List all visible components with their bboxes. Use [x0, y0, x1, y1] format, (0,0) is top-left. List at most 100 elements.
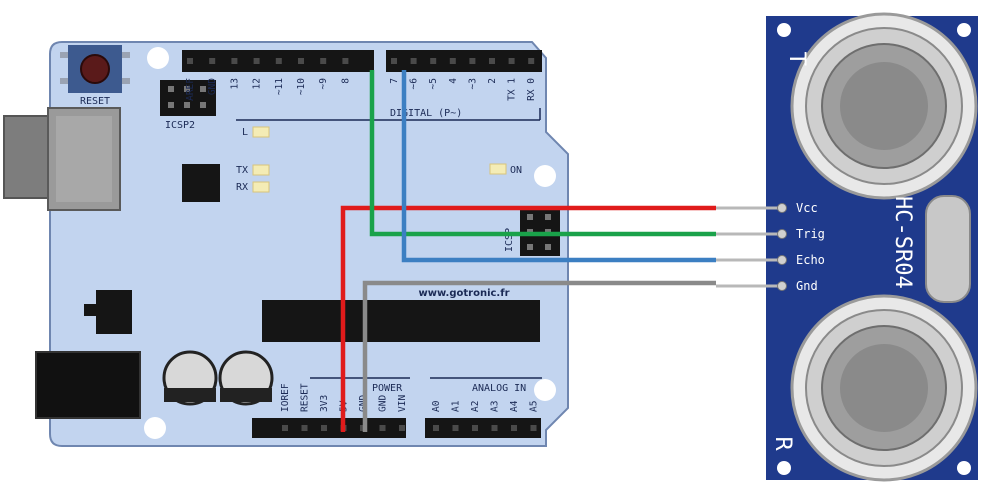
led-l [252, 126, 270, 138]
digital-pin-label: 13 [229, 78, 240, 89]
sensor-pin-label-vcc: Vcc [796, 201, 818, 215]
power-pin-label: VIN [397, 395, 408, 412]
power-pin-label: 3V3 [319, 395, 330, 412]
led-rx-label: RX [236, 182, 248, 193]
mounting-hole [147, 47, 169, 69]
power-jack [35, 351, 141, 419]
digital-pin-hole [231, 58, 238, 64]
main-ic [262, 300, 540, 342]
digital-pin-label: 7 [389, 78, 400, 84]
sensor-pin-pad [777, 255, 787, 265]
digital-pin-hole [275, 58, 282, 64]
sensor-pin-label-gnd: Gnd [796, 279, 818, 293]
digital-pin-label: 2 [487, 78, 498, 84]
transmitter-transducer [790, 12, 978, 200]
led-tx [252, 164, 270, 176]
digital-pin-hole [528, 58, 535, 64]
digital-pin-label: 4 [448, 78, 459, 84]
analog-header [425, 418, 541, 438]
led-on-label: ON [510, 165, 522, 176]
website-label: www.gotronic.fr [418, 288, 509, 299]
digital-pin-label: 12 [252, 78, 263, 89]
led-tx-label: TX [236, 165, 248, 176]
icsp2-header [160, 80, 216, 116]
analog-pin-hole [511, 425, 517, 431]
analog-pin-hole [452, 425, 459, 431]
digital-pin-label: AREF [185, 78, 196, 101]
power-pin-hole [379, 425, 386, 431]
power-pin-hole [321, 425, 327, 431]
sensor-mount-hole [957, 23, 971, 37]
reset-label: RESET [80, 96, 110, 107]
led-on [489, 163, 507, 175]
wires [340, 70, 716, 432]
crystal [925, 195, 971, 303]
power-pin-label: RESET [300, 383, 311, 412]
digital-pin-label: ~9 [318, 78, 329, 90]
analog-pin-label: A3 [490, 401, 501, 412]
digital-header-right [386, 50, 542, 72]
wire-vcc [340, 205, 716, 432]
receiver-label: R [770, 436, 795, 451]
icsp-label: ICSP [504, 228, 515, 252]
receiver-transducer [790, 294, 978, 482]
digital-pin-label: TX 1 [507, 78, 518, 101]
transmitter-label: T [784, 51, 809, 66]
sensor-pin-pad [777, 281, 787, 291]
digital-pin-label: ~11 [274, 78, 285, 95]
digital-pin-label: 8 [340, 78, 351, 84]
chip [182, 164, 220, 202]
digital-pin-label: ~3 [467, 78, 478, 89]
digital-pin-hole [489, 58, 495, 64]
sensor-pin-pad [777, 203, 787, 213]
voltage-regulator [84, 290, 132, 334]
capacitor [218, 350, 274, 406]
capacitor [162, 350, 218, 406]
led-l-label: L [242, 127, 248, 138]
digital-pin-hole [298, 58, 304, 64]
power-pin-label: IOREF [280, 383, 291, 412]
analog-pin-label: A4 [509, 400, 520, 412]
sensor-mount-hole [777, 23, 791, 37]
digital-pin-hole [410, 58, 417, 64]
wire-echo [401, 70, 716, 263]
mounting-hole [144, 417, 166, 439]
power-pin-hole [399, 425, 405, 431]
analog-pin-hole [472, 425, 478, 431]
analog-pin-hole [491, 425, 498, 431]
sensor-pin-label-echo: Echo [796, 253, 825, 267]
usb-connector [3, 107, 121, 211]
analog-pin-label: A2 [470, 401, 481, 412]
analog-label: ANALOG IN [472, 383, 526, 394]
sensor-mount-hole [957, 461, 971, 475]
digital-pin-hole [391, 58, 397, 64]
icsp2-label: ICSP2 [165, 120, 195, 131]
analog-pin-label: A5 [529, 401, 540, 412]
led-rx [252, 181, 270, 193]
sensor-mount-hole [777, 461, 791, 475]
sensor-pin-label-trig: Trig [796, 227, 825, 241]
mounting-hole [534, 379, 556, 401]
digital-pin-hole [430, 58, 437, 64]
digital-pin-hole [187, 58, 193, 64]
mounting-hole [534, 165, 556, 187]
analog-pin-hole [433, 425, 439, 431]
digital-pin-hole [342, 58, 349, 64]
analog-pin-label: A0 [431, 400, 442, 412]
power-pin-label: GND [378, 395, 389, 412]
digital-pin-hole [253, 58, 260, 64]
digital-pin-hole [209, 58, 216, 64]
digital-label: DIGITAL (P~) [390, 108, 462, 119]
power-pin-hole [301, 425, 308, 431]
wire-trig [369, 70, 716, 237]
power-header [252, 418, 406, 438]
reset-button[interactable] [60, 45, 130, 93]
digital-pin-label: ~6 [409, 78, 420, 90]
digital-pin-label: GND [207, 78, 218, 95]
digital-pin-hole [469, 58, 476, 64]
